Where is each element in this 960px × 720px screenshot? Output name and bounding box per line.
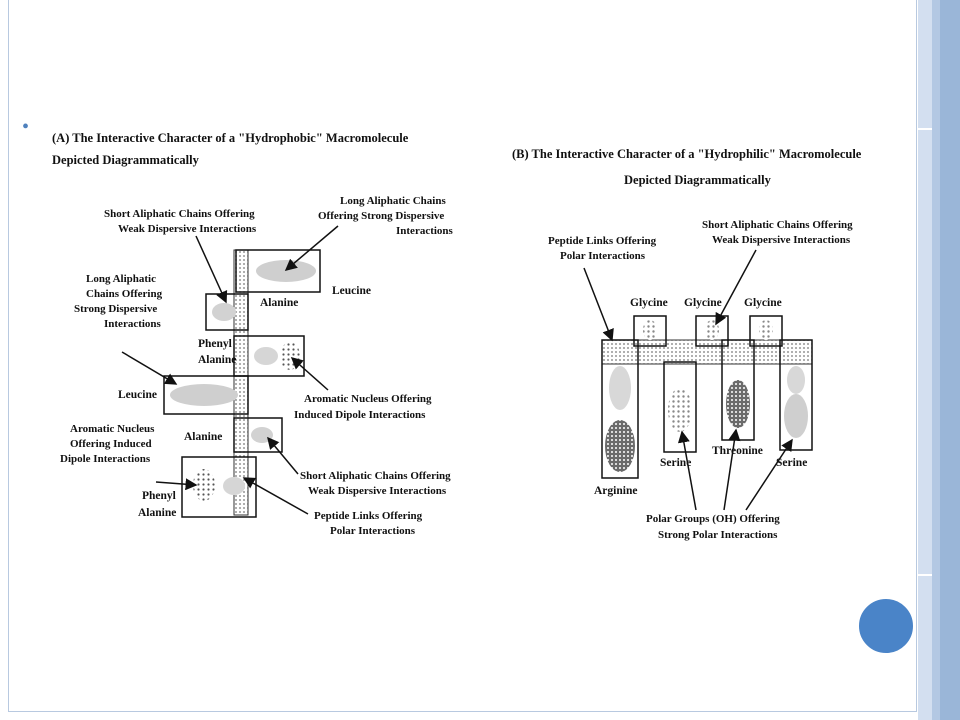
chain-arginine bbox=[609, 366, 631, 410]
rail-notch-bottom bbox=[918, 574, 932, 576]
arrow-polar-serine-1 bbox=[677, 430, 697, 511]
right-rail-light bbox=[918, 0, 932, 720]
label-peptide-b-1: Peptide Links Offering bbox=[548, 235, 657, 247]
ring-phenyl-bottom bbox=[193, 469, 215, 501]
box-glycine-1 bbox=[633, 315, 667, 347]
arrow-peptide-b bbox=[583, 267, 614, 342]
chain-serine-2 bbox=[787, 366, 805, 394]
arrow-polar-serine-2 bbox=[745, 438, 793, 511]
label-peptide-2: Polar Interactions bbox=[330, 525, 416, 537]
residue-threonine: Threonine bbox=[712, 445, 763, 457]
label-short-chains-bottom-1: Short Aliphatic Chains Offering bbox=[300, 470, 451, 482]
residue-leucine-mid: Leucine bbox=[118, 389, 157, 401]
label-long-chains-top-1: Long Aliphatic Chains bbox=[340, 195, 446, 207]
label-aromatic-right-2: Induced Dipole Interactions bbox=[294, 409, 426, 421]
head-serine-1 bbox=[668, 388, 692, 432]
blob-glycine-3 bbox=[759, 320, 773, 340]
blob-phenyl-bottom bbox=[223, 477, 245, 495]
box-phenyl-top bbox=[233, 335, 305, 377]
panel-hydrophilic: (B) The Interactive Character of a "Hydr… bbox=[506, 134, 910, 574]
box-leucine-mid bbox=[163, 375, 249, 415]
residue-glycine-2: Glycine bbox=[684, 297, 722, 309]
panel-hydrophobic: (A) The Interactive Character of a "Hydr… bbox=[46, 122, 480, 548]
box-serine-1 bbox=[663, 361, 697, 453]
panel-b-title-line2: Depicted Diagrammatically bbox=[624, 173, 772, 187]
residue-phenyl-top-2: Alanine bbox=[198, 354, 236, 366]
residue-glycine-3: Glycine bbox=[744, 297, 782, 309]
residue-leucine-top: Leucine bbox=[332, 285, 371, 297]
label-aromatic-left-3: Dipole Interactions bbox=[60, 453, 151, 465]
label-short-chains-top-1: Short Aliphatic Chains Offering bbox=[104, 208, 255, 220]
residue-serine-1: Serine bbox=[660, 457, 691, 469]
arrow-aromatic-left bbox=[155, 478, 198, 491]
head-arginine bbox=[605, 420, 635, 472]
residue-serine-2: Serine bbox=[776, 457, 807, 469]
box-arginine bbox=[601, 339, 639, 479]
arrow-short-chains-top bbox=[195, 235, 228, 304]
panel-a-title-line1: (A) The Interactive Character of a "Hydr… bbox=[52, 131, 409, 145]
decorative-circle bbox=[857, 597, 915, 655]
box-glycine-3 bbox=[749, 315, 783, 347]
arrow-long-chains-left bbox=[121, 351, 178, 385]
ring-phenyl-top bbox=[280, 342, 300, 370]
arrow-short-chains-bottom bbox=[267, 436, 299, 475]
residue-alanine-bottom: Alanine bbox=[184, 431, 222, 443]
residue-phenyl-bottom-1: Phenyl bbox=[142, 490, 176, 502]
residue-glycine-1: Glycine bbox=[630, 297, 668, 309]
panel-b-title-line1: (B) The Interactive Character of a "Hydr… bbox=[512, 147, 862, 161]
arrow-aromatic-right bbox=[290, 357, 329, 391]
label-long-chains-left-1: Long Aliphatic bbox=[86, 273, 156, 285]
label-long-chains-top-3: Interactions bbox=[396, 225, 454, 237]
label-aromatic-right-1: Aromatic Nucleus Offering bbox=[304, 393, 432, 405]
right-rail-mid bbox=[932, 0, 940, 720]
peptide-backbone-b bbox=[601, 339, 813, 365]
label-aromatic-left-2: Offering Induced bbox=[70, 438, 152, 450]
head-serine-2 bbox=[784, 394, 808, 438]
label-aromatic-left-1: Aromatic Nucleus bbox=[70, 423, 155, 435]
label-short-chains-b-2: Weak Dispersive Interactions bbox=[712, 234, 851, 246]
residue-phenyl-top-1: Phenyl bbox=[198, 338, 232, 350]
label-peptide-1: Peptide Links Offering bbox=[314, 510, 423, 522]
label-short-chains-b-1: Short Aliphatic Chains Offering bbox=[702, 219, 853, 231]
blob-alanine-top bbox=[212, 303, 236, 321]
label-long-chains-top-2: Offering Strong Dispersive bbox=[318, 210, 444, 222]
box-alanine-bottom bbox=[233, 417, 283, 453]
arrow-polar-threonine bbox=[723, 428, 741, 511]
label-long-chains-left-2: Chains Offering bbox=[86, 288, 163, 300]
residue-arginine: Arginine bbox=[594, 485, 637, 497]
right-rail-dark bbox=[940, 0, 960, 720]
blob-leucine-mid bbox=[170, 384, 238, 406]
label-short-chains-top-2: Weak Dispersive Interactions bbox=[118, 223, 257, 235]
box-serine-2 bbox=[779, 339, 813, 451]
box-glycine-2 bbox=[695, 315, 729, 347]
residue-phenyl-bottom-2: Alanine bbox=[138, 507, 176, 519]
label-long-chains-left-4: Interactions bbox=[104, 318, 162, 330]
slide-frame bbox=[8, 0, 917, 712]
label-short-chains-bottom-2: Weak Dispersive Interactions bbox=[308, 485, 447, 497]
label-long-chains-left-3: Strong Dispersive bbox=[74, 303, 157, 315]
rail-notch-top bbox=[918, 128, 932, 130]
arrow-short-chains-b bbox=[715, 249, 757, 326]
blob-leucine-top bbox=[256, 260, 316, 282]
label-polar-groups-1: Polar Groups (OH) Offering bbox=[646, 513, 780, 525]
arrow-long-chains-top bbox=[284, 225, 339, 271]
arrow-peptide bbox=[242, 477, 309, 515]
blob-phenyl-top bbox=[254, 347, 278, 365]
label-polar-groups-2: Strong Polar Interactions bbox=[658, 529, 778, 541]
box-leucine-top bbox=[235, 249, 321, 293]
panel-a-title-line2: Depicted Diagrammatically bbox=[52, 153, 200, 167]
residue-alanine-top: Alanine bbox=[260, 297, 298, 309]
label-peptide-b-2: Polar Interactions bbox=[560, 250, 646, 262]
bullet-marker: • bbox=[22, 116, 30, 138]
blob-glycine-1 bbox=[643, 320, 657, 340]
head-threonine bbox=[726, 380, 750, 428]
